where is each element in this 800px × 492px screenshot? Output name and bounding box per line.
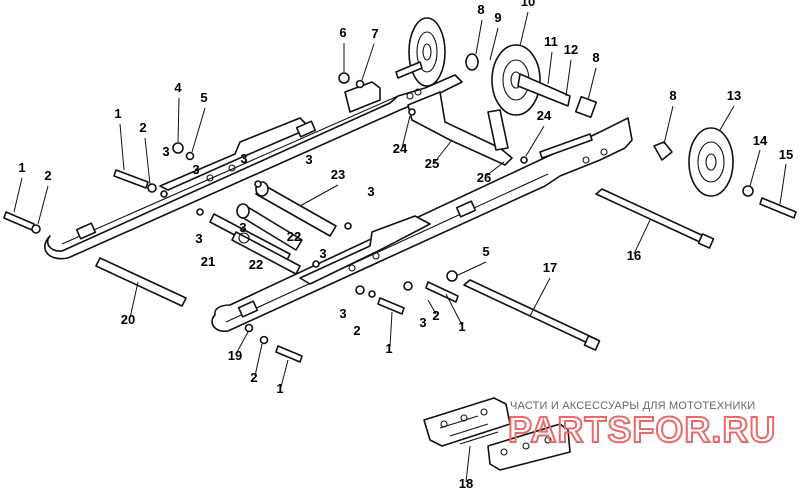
callout-3: 3 bbox=[339, 306, 346, 321]
left-rail bbox=[44, 74, 463, 260]
watermark-tagline: ЧАСТИ И АКСЕССУАРЫ ДЛЯ МОТОТЕХНИКИ bbox=[510, 400, 755, 412]
callout-6: 6 bbox=[339, 25, 346, 40]
callout-3: 3 bbox=[305, 152, 312, 167]
callout-1: 1 bbox=[18, 160, 25, 175]
cross-shafts bbox=[95, 181, 715, 351]
callout-18: 18 bbox=[459, 476, 473, 491]
callout-4: 4 bbox=[174, 80, 182, 95]
callout-20: 20 bbox=[121, 312, 135, 327]
callout-17: 17 bbox=[543, 260, 557, 275]
callout-2: 2 bbox=[250, 370, 257, 385]
idler-wheel-middle bbox=[491, 44, 598, 119]
callout-24: 24 bbox=[393, 141, 408, 156]
callout-12: 12 bbox=[564, 42, 578, 57]
idler-wheel-upper bbox=[408, 17, 479, 87]
callout-3: 3 bbox=[162, 144, 169, 159]
callout-5: 5 bbox=[482, 244, 489, 259]
callout-26: 26 bbox=[477, 170, 491, 185]
callout-10: 10 bbox=[521, 0, 535, 9]
callout-7: 7 bbox=[371, 26, 378, 41]
callout-2: 2 bbox=[432, 308, 439, 323]
callout-2: 2 bbox=[139, 120, 146, 135]
callout-11: 11 bbox=[544, 34, 558, 49]
callout-3: 3 bbox=[195, 231, 202, 246]
callout-1: 1 bbox=[276, 381, 283, 396]
callout-2: 2 bbox=[353, 323, 360, 338]
callout-8: 8 bbox=[592, 50, 599, 65]
callout-25: 25 bbox=[425, 156, 439, 171]
callout-8: 8 bbox=[477, 2, 484, 17]
callout-23: 23 bbox=[331, 167, 345, 182]
watermark: ЧАСТИ И АКСЕССУАРЫ ДЛЯ МОТОТЕХНИКИ PARTS… bbox=[507, 400, 776, 451]
rear-brace bbox=[407, 91, 513, 166]
callout-16: 16 bbox=[627, 248, 641, 263]
callout-13: 13 bbox=[727, 88, 741, 103]
callout-19: 19 bbox=[228, 348, 242, 363]
hardware bbox=[3, 61, 593, 363]
callout-1: 1 bbox=[458, 319, 465, 334]
callout-9: 9 bbox=[494, 10, 501, 25]
track-clip-set bbox=[423, 397, 571, 471]
callout-2: 2 bbox=[44, 168, 51, 183]
callout-1: 1 bbox=[385, 341, 392, 356]
callout-3: 3 bbox=[367, 184, 374, 199]
leader-lines bbox=[13, 11, 787, 483]
callout-3: 3 bbox=[419, 315, 426, 330]
callout-24: 24 bbox=[537, 108, 552, 123]
callout-3: 3 bbox=[240, 151, 247, 166]
callout-21: 21 bbox=[201, 254, 215, 269]
right-rail bbox=[211, 117, 633, 332]
callout-22: 22 bbox=[287, 229, 301, 244]
callout-3: 3 bbox=[192, 162, 199, 177]
callout-3: 3 bbox=[239, 220, 246, 235]
callout-5: 5 bbox=[200, 90, 207, 105]
idler-wheel-right bbox=[653, 127, 797, 219]
callout-8: 8 bbox=[669, 88, 676, 103]
callout-15: 15 bbox=[779, 147, 793, 162]
callout-22: 22 bbox=[249, 257, 263, 272]
callout-3: 3 bbox=[319, 246, 326, 261]
callout-1: 1 bbox=[114, 106, 121, 121]
callout-14: 14 bbox=[753, 133, 768, 148]
watermark-logo: PARTSFOR.RU bbox=[508, 409, 776, 450]
